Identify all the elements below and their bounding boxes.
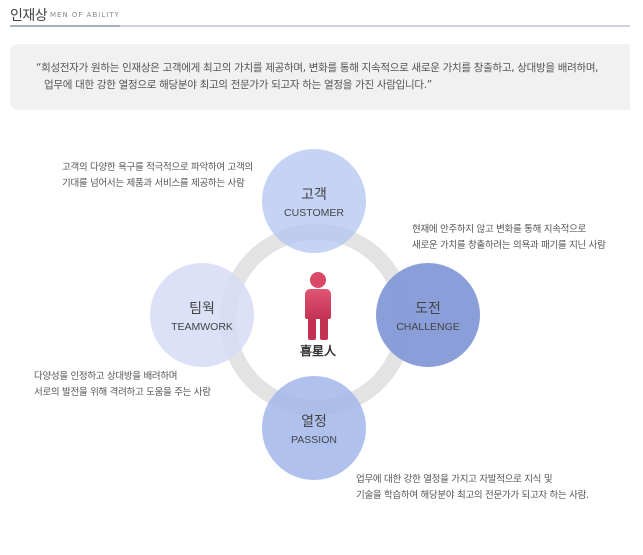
node-customer-en: CUSTOMER — [284, 206, 344, 219]
node-customer-ko: 고객 — [301, 186, 327, 203]
node-challenge-ko: 도전 — [415, 300, 441, 317]
talent-diagram: 고객 CUSTOMER 도전 CHALLENGE 열정 PASSION 팀웍 T… — [0, 120, 643, 555]
desc-teamwork-line-2: 서로의 발전을 위해 격려하고 도움을 주는 사람 — [34, 387, 211, 398]
desc-challenge-line-2: 새로운 가치를 창출하려는 의욕과 패기를 지닌 사람 — [412, 240, 606, 251]
quote-text: “희성전자가 원하는 인재상은 고객에게 최고의 가치를 제공하며, 변화를 통… — [36, 60, 636, 94]
node-passion: 열정 PASSION — [262, 376, 366, 480]
quote-line-2: 업무에 대한 강한 열정으로 해당분야 최고의 전문가가 되고자 하는 열정을 … — [44, 79, 432, 91]
page-subtitle: MEN OF ABILITY — [50, 11, 120, 19]
desc-customer-line-2: 기대를 넘어서는 제품과 서비스를 제공하는 사람 — [62, 178, 245, 189]
quote-line-1: “희성전자가 원하는 인재상은 고객에게 최고의 가치를 제공하며, 변화를 통… — [36, 62, 599, 74]
desc-customer-line-1: 고객의 다양한 욕구를 적극적으로 파악하여 고객의 — [62, 162, 253, 173]
center-figure: 喜星人 — [290, 272, 346, 362]
node-challenge-en: CHALLENGE — [396, 320, 460, 333]
node-customer: 고객 CUSTOMER — [262, 149, 366, 253]
desc-challenge-line-1: 현재에 안주하지 않고 변화를 통해 지속적으로 — [412, 224, 586, 235]
desc-teamwork: 다양성을 인정하고 상대방을 배려하며 서로의 발전을 위해 격려하고 도움을 … — [34, 369, 211, 401]
desc-passion-line-2: 기술을 학습하여 해당분야 최고의 전문가가 되고자 하는 사람. — [356, 490, 589, 501]
node-challenge: 도전 CHALLENGE — [376, 263, 480, 367]
node-teamwork-ko: 팀웍 — [189, 300, 215, 317]
desc-customer: 고객의 다양한 욕구를 적극적으로 파악하여 고객의 기대를 넘어서는 제품과 … — [62, 160, 253, 192]
quote-box: “희성전자가 원하는 인재상은 고객에게 최고의 가치를 제공하며, 변화를 통… — [10, 44, 630, 110]
page-title: 인재상 — [10, 8, 48, 24]
node-passion-ko: 열정 — [301, 413, 327, 430]
header-divider — [10, 25, 630, 27]
desc-challenge: 현재에 안주하지 않고 변화를 통해 지속적으로 새로운 가치를 창출하려는 의… — [412, 222, 606, 254]
desc-passion-line-1: 업무에 대한 강한 열정을 가지고 자발적으로 지식 및 — [356, 474, 553, 485]
header-divider-accent — [10, 25, 120, 27]
node-teamwork-en: TEAMWORK — [171, 320, 233, 333]
node-teamwork: 팀웍 TEAMWORK — [150, 263, 254, 367]
node-passion-en: PASSION — [291, 433, 337, 446]
desc-teamwork-line-1: 다양성을 인정하고 상대방을 배려하며 — [34, 371, 178, 382]
section-header: 인재상 MEN OF ABILITY — [0, 0, 643, 28]
desc-passion: 업무에 대한 강한 열정을 가지고 자발적으로 지식 및 기술을 학습하여 해당… — [356, 472, 589, 504]
center-label: 喜星人 — [299, 344, 336, 358]
